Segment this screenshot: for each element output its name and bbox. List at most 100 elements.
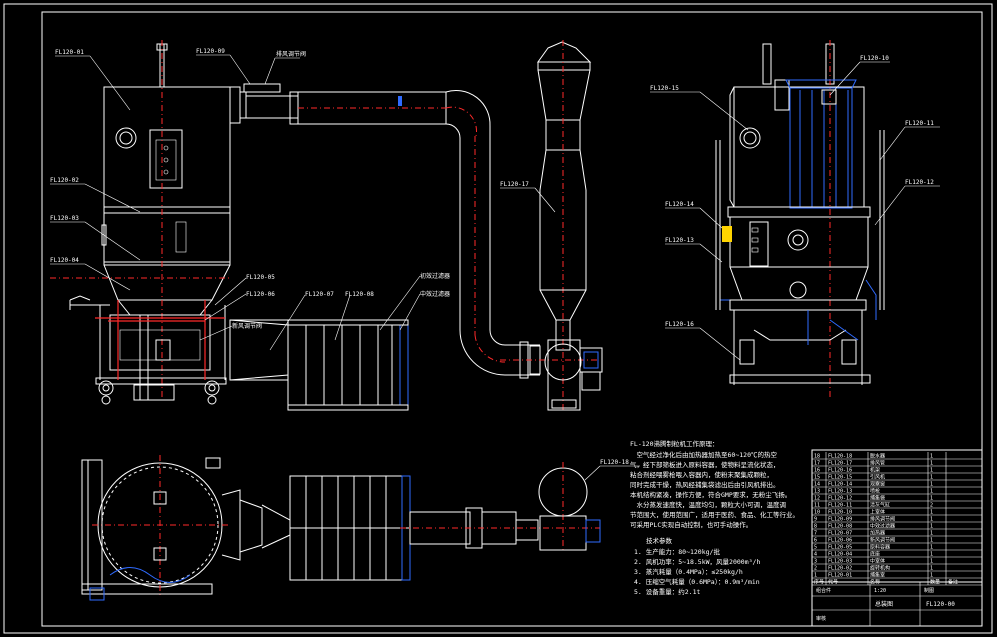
parts-list-cell: 1 [930, 573, 933, 579]
spec-line: 3. 蒸汽耗量（0.4MPa）：≤250kg/h [634, 567, 743, 576]
callout-fresh-air-valve: 新风调节阀 [232, 322, 262, 330]
callout-leaders [50, 54, 940, 481]
parts-list-cell: 2 [930, 503, 933, 509]
parts-list-cell: 底座 [870, 551, 880, 558]
parts-list-cell: FL120-18 [828, 454, 852, 460]
parts-list-cell: 17 [814, 461, 820, 467]
callout-labels: FL120-01 FL120-09 排风调节阀 FL120-02 FL120-0… [50, 48, 934, 466]
callout-fl120-05: FL120-05 [246, 274, 275, 281]
callout-fl120-06: FL120-06 [246, 291, 275, 298]
parts-list-cell: FL120-08 [828, 524, 852, 530]
notes-line: 可采用PLC实现自动控制，也可手动操作。 [630, 520, 752, 529]
spec-title: 技术参数 [646, 536, 673, 545]
parts-list-cell: FL120-16 [828, 468, 852, 474]
callout-fl120-14: FL120-14 [665, 201, 694, 208]
top-view [81, 455, 601, 601]
parts-list-cell: 旋转机构 [870, 565, 890, 572]
outer-frame [3, 3, 993, 634]
parts-list-cell: 捕集室 [870, 572, 885, 579]
callout-fl120-07: FL120-07 [305, 291, 334, 298]
parts-list-cell: 1 [930, 482, 933, 488]
parts-list-cell: 加热器 [870, 530, 885, 537]
title-scale: 1:20 [874, 588, 886, 594]
parts-list-cell: 排风管 [870, 460, 885, 467]
parts-list-cell: 15 [814, 475, 820, 481]
notes-line: 空气经过净化后由加热器加热至60~120℃的热空 [630, 450, 777, 459]
parts-list-cell: 4 [814, 552, 817, 558]
callout-fl120-09: FL120-09 [196, 48, 225, 55]
parts-list-cell: FL120-06 [828, 538, 852, 544]
parts-list-cell: 7 [814, 531, 817, 537]
parts-list-cell: 1 [930, 454, 933, 460]
parts-list-cell: 排风调节阀 [870, 516, 895, 523]
parts-list-cell: 中室体 [870, 558, 885, 565]
callout-fl120-04: FL120-04 [50, 257, 79, 264]
callout-fl120-02: FL120-02 [50, 177, 79, 184]
parts-list-cell: 14 [814, 482, 820, 488]
callout-fl120-13: FL120-13 [665, 237, 694, 244]
parts-list-cell: FL120-11 [828, 503, 852, 509]
exhaust-duct [297, 89, 600, 379]
notes-line: 本机结构紧凑，操作方便，符合GMP要求，无粉尘飞扬。 [630, 490, 791, 499]
parts-list-cell: 新风调节阀 [870, 537, 895, 544]
technical-notes: FL-120沸腾制粒机工作原理： 空气经过净化后由加热器加热至60~120℃的热… [630, 439, 799, 596]
parts-list-cell: 1 [930, 545, 933, 551]
callout-fl120-10: FL120-10 [860, 55, 889, 62]
parts-list-cell: 1 [930, 566, 933, 572]
parts-list-cell: 原料容器 [870, 544, 890, 551]
parts-list-cell: 中效过滤器 [870, 523, 895, 530]
parts-list-cell: 13 [814, 489, 820, 495]
parts-list-cell: FL120-09 [828, 517, 852, 523]
notes-line: 节范围大，使用范围广，适用于医药、食品、化工等行业。 [630, 510, 799, 519]
parts-list-cell: 2 [814, 566, 817, 572]
callout-fl120-17: FL120-17 [500, 181, 529, 188]
parts-list-cell: FL120-02 [828, 566, 852, 572]
parts-list-cell: 1 [930, 559, 933, 565]
parts-list-cell: 8 [814, 524, 817, 530]
parts-list-cell: 5 [814, 545, 817, 551]
notes-title: FL-120沸腾制粒机工作原理： [630, 439, 718, 448]
parts-list-cell: 1 [930, 461, 933, 467]
parts-list-cell: 1 [930, 517, 933, 523]
title-material: 组合件 [816, 587, 831, 594]
parts-list-cell: FL120-01 [828, 573, 852, 579]
callout-fl120-01: FL120-01 [55, 49, 84, 56]
parts-list-cell: 3 [814, 559, 817, 565]
callout-fl120-18: FL120-18 [600, 459, 629, 466]
parts-list-cell: 9 [814, 517, 817, 523]
callout-medium-filter: 中效过滤器 [420, 290, 450, 298]
parts-list-cell: FL120-07 [828, 531, 852, 537]
inner-frame [41, 11, 983, 627]
callout-fl120-11: FL120-11 [905, 120, 934, 127]
spec-line: 2. 风机功率：5~18.5kW，风量2000m³/h [634, 557, 760, 566]
callout-primary-filter: 初效过滤器 [420, 272, 450, 280]
notes-line: 气，经下部筛板进入原料容器，使物料呈流化状态， [630, 460, 780, 469]
parts-list-cell: 1 [930, 552, 933, 558]
title-block: 组合件 1:20 制图 总装图 FL120-00 审核 [811, 581, 983, 627]
spec-line: 1. 生产能力：80~120kg/批 [634, 547, 720, 556]
parts-list-cell: 1 [930, 489, 933, 495]
side-view [715, 40, 885, 400]
parts-list-cell: 观察窗 [870, 481, 885, 488]
parts-list-cell: 清灰气缸 [870, 502, 890, 509]
parts-list-cell: FL120-17 [828, 461, 852, 467]
callout-fl120-16: FL120-16 [665, 321, 694, 328]
parts-list-cell: 1 [930, 538, 933, 544]
callout-fl120-12: FL120-12 [905, 179, 934, 186]
parts-list-cell: FL120-10 [828, 510, 852, 516]
parts-list-cell: 1 [930, 468, 933, 474]
exhaust-stack [537, 40, 603, 411]
parts-list-cell: 引风机 [870, 474, 885, 481]
notes-line: 水分蒸发速度快，温度均匀，颗粒大小可调，温度调 [630, 500, 786, 509]
parts-list-cell: 10 [814, 510, 820, 516]
parts-list-cell: 脱水器 [870, 453, 885, 460]
parts-list-cell: FL120-04 [828, 552, 852, 558]
title-drawn-by: 制图 [924, 587, 934, 594]
parts-list-cell: FL120-05 [828, 545, 852, 551]
parts-list-cell: 1 [930, 510, 933, 516]
parts-list-cell: 机架 [870, 467, 880, 474]
parts-list-cell: 1 [930, 475, 933, 481]
drawing-title: 总装图 [875, 600, 893, 608]
